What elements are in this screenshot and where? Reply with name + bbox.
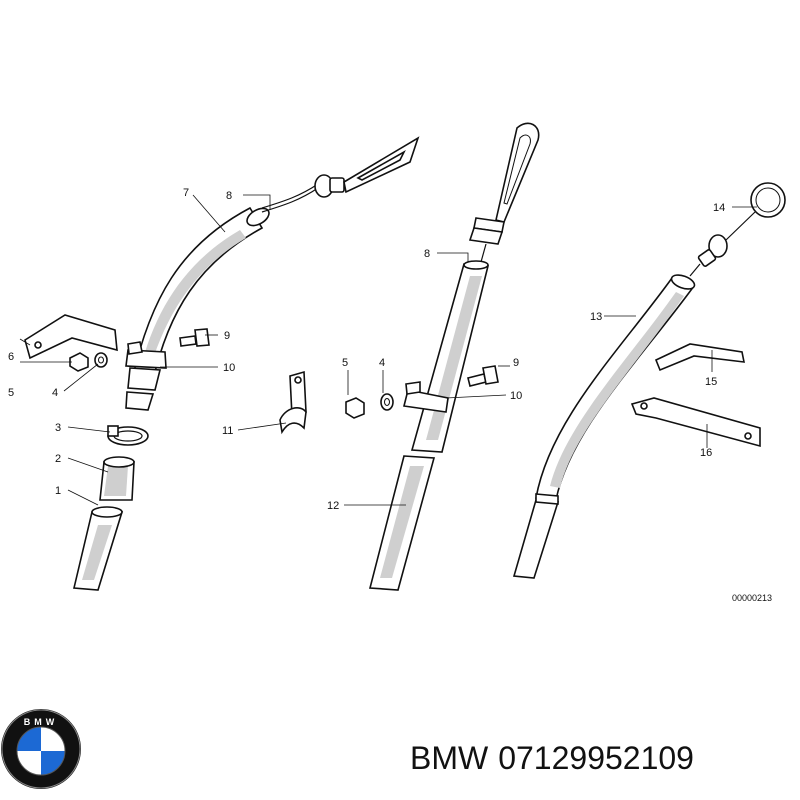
label-14: 14: [713, 202, 725, 214]
bolt-part-9-left: [179, 328, 210, 347]
label-9-left: 9: [224, 330, 230, 342]
bmw-logo: BMW: [1, 709, 81, 789]
label-9-middle: 9: [513, 357, 519, 369]
label-3: 3: [55, 422, 61, 434]
label-8-middle: 8: [424, 248, 430, 260]
label-4-left: 4: [52, 387, 58, 399]
bracket-part-11: [279, 370, 307, 435]
label-2: 2: [55, 453, 61, 465]
clamp-part-10-left: [125, 349, 167, 369]
label-1: 1: [55, 485, 61, 497]
label-7: 7: [183, 187, 189, 199]
seal-part-8-middle: [468, 217, 505, 245]
lower-pipe-part-1: [73, 506, 124, 591]
label-12: 12: [327, 500, 339, 512]
bracket-part-15: [654, 343, 746, 372]
leader-lines: [19, 194, 757, 506]
right-dipstick-assembly: [512, 182, 786, 579]
hose-clamp-part-3: [107, 425, 149, 446]
rubber-sleeve-part-2: [99, 456, 135, 501]
label-16: 16: [700, 447, 712, 459]
nut-part-5-middle: [345, 397, 365, 419]
bracket-part-16: [630, 397, 761, 448]
clamp-part-10-middle: [403, 389, 449, 413]
label-15: 15: [705, 376, 717, 388]
middle-dipstick-assembly: [279, 122, 540, 591]
brand-name: BMW: [410, 740, 489, 776]
tube-part-12: [368, 260, 490, 591]
label-13: 13: [590, 311, 602, 323]
part-labels: 7 8 9 10 6 5 4 3 2 1 11 8 5 4 9 10 12 13…: [8, 187, 772, 603]
diagram-code: 00000213: [732, 593, 772, 603]
label-5-left: 5: [8, 387, 14, 399]
left-dipstick-assembly: [24, 136, 420, 591]
label-10-left: 10: [223, 362, 235, 374]
bolt-part-9-middle: [467, 365, 499, 387]
bracket-part-6: [24, 314, 118, 360]
label-4-middle: 4: [379, 357, 385, 369]
label-11: 11: [222, 425, 233, 437]
svg-text:BMW: BMW: [24, 717, 59, 727]
label-5-middle: 5: [342, 357, 348, 369]
curved-tube-part-13: [512, 274, 696, 579]
label-8-left: 8: [226, 190, 232, 202]
nut-part-5-left: [69, 352, 89, 372]
label-6: 6: [8, 351, 14, 363]
label-10-middle: 10: [510, 390, 522, 402]
part-number: 07129952109: [498, 740, 694, 776]
